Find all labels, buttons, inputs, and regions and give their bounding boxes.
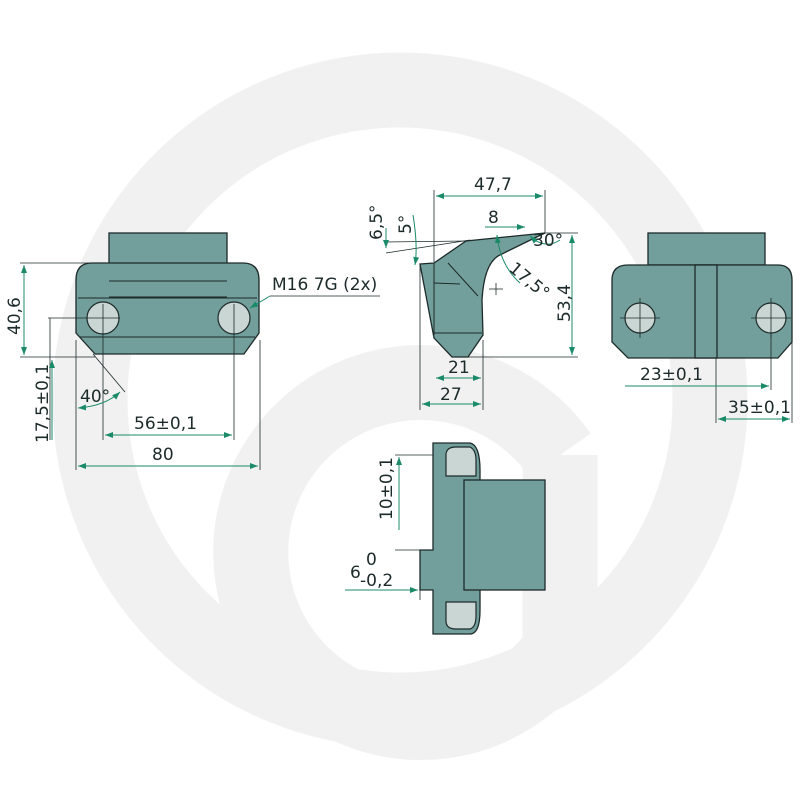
hole-offset-right-dimension: 35±0,1 [728,398,791,418]
top-lower-pad [445,601,477,630]
angle-a-dimension: 6,5° [367,204,387,240]
brand-ring-logo-icon [52,52,748,760]
thread-callout: M16 7G (2x) [272,275,377,295]
side-height-dimension: 53,4 [555,284,575,322]
width-dimension: 80 [152,445,174,465]
front-body [75,262,260,355]
top-view: 10±0,1 6 0 -0,2 [345,442,546,635]
front-view: M16 7G (2x) 40,6 17,5±0,1 40° 56±0,1 80 [5,232,380,470]
height-dimension: 40,6 [5,297,25,335]
rear-view: 23±0,1 35±0,1 [611,232,793,423]
length-dimension: 47,7 [474,175,512,195]
inner-width-dimension: 21 [448,358,470,378]
rear-top-block [647,232,766,266]
hole-height-dimension: 17,5±0,1 [33,364,53,443]
rear-hinge [694,264,718,359]
angle-c-dimension: 17,5° [505,259,553,304]
tip-dimension: 8 [488,208,499,228]
tolerance-lower: -0,2 [360,571,393,591]
angle-b-dimension: 5° [396,215,416,234]
hole-spacing-dimension: 56±0,1 [134,414,197,434]
side-body [419,232,546,358]
hole-offset-dimension: 23±0,1 [640,365,703,385]
tolerance-value: 6 [350,563,361,583]
top-block [463,479,546,591]
tolerance-upper: 0 [366,550,377,570]
tip-angle-dimension: 30° [533,231,563,251]
angle-dimension: 40° [80,387,110,407]
step-dimension: 10±0,1 [377,457,397,520]
top-upper-pad [445,446,477,477]
outer-width-dimension: 27 [440,385,462,405]
